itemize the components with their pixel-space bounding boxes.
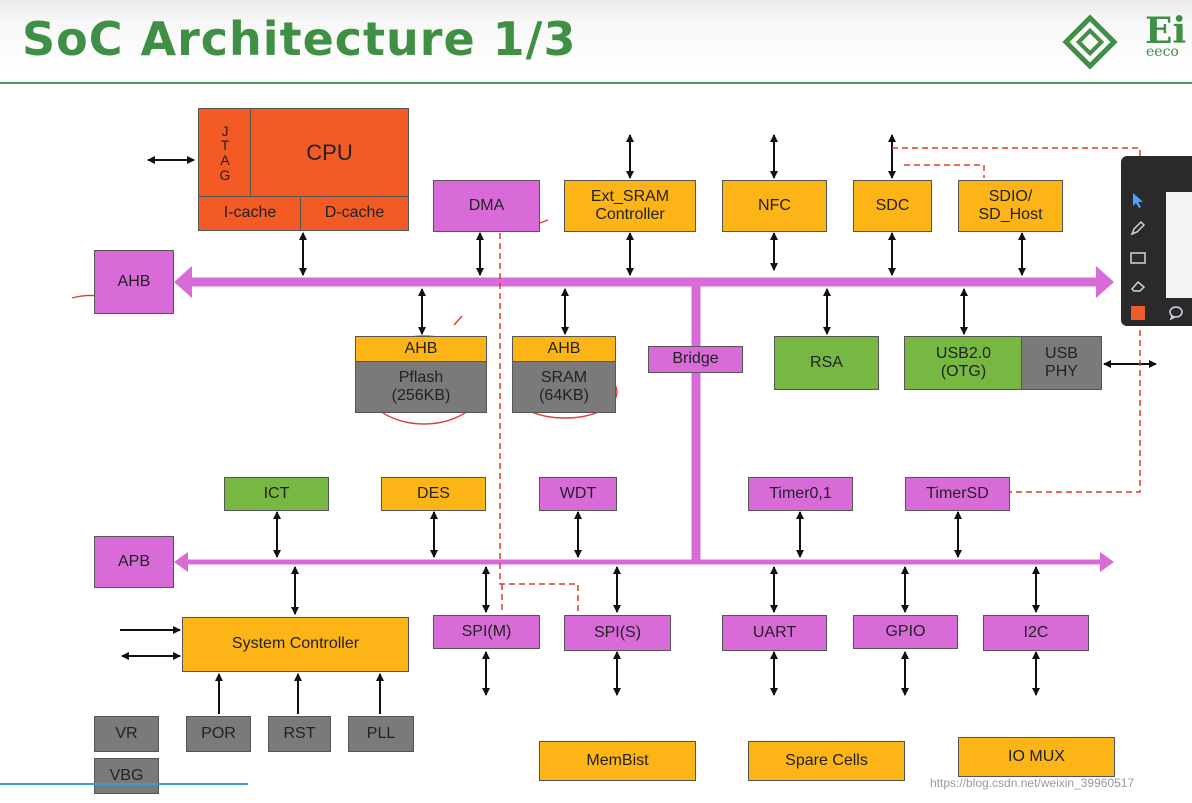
spi-slave-block: SPI(S) bbox=[564, 615, 671, 651]
logo-subtext: eeco bbox=[1146, 44, 1179, 60]
bus-arrows bbox=[121, 134, 1157, 696]
uart-block: UART bbox=[722, 615, 827, 651]
vr-block: VR bbox=[94, 716, 159, 752]
sram-ahb-port: AHB bbox=[512, 336, 616, 363]
io-mux-block: IO MUX bbox=[958, 737, 1115, 777]
usb-phy-block: USB PHY bbox=[1021, 336, 1102, 390]
des-block: DES bbox=[381, 477, 486, 511]
i2c-block: I2C bbox=[983, 615, 1089, 651]
pll-block: PLL bbox=[348, 716, 414, 752]
rectangle-icon[interactable] bbox=[1127, 248, 1149, 268]
input-arrows bbox=[120, 626, 384, 714]
company-logo-icon bbox=[1062, 14, 1118, 70]
sdio-block: SDIO/ SD_Host bbox=[958, 180, 1063, 232]
timersd-block: TimerSD bbox=[905, 477, 1010, 511]
dcache-block: D-cache bbox=[300, 196, 409, 231]
apb-bus-label: APB bbox=[94, 536, 174, 588]
rsa-block: RSA bbox=[774, 336, 879, 390]
system-controller-block: System Controller bbox=[182, 617, 409, 672]
ahb-bus bbox=[174, 266, 1114, 298]
pflash-block: Pflash (256KB) bbox=[355, 361, 487, 413]
pen-icon[interactable] bbox=[1127, 218, 1149, 238]
wdt-block: WDT bbox=[539, 477, 617, 511]
vbg-block: VBG bbox=[94, 758, 159, 794]
gpio-block: GPIO bbox=[853, 615, 958, 649]
spare-cells-block: Spare Cells bbox=[748, 741, 905, 781]
ict-block: ICT bbox=[224, 477, 329, 511]
jtag-block: J T A G bbox=[198, 108, 252, 198]
logo-text: Ei bbox=[1145, 10, 1187, 52]
por-block: POR bbox=[186, 716, 251, 752]
progress-line bbox=[0, 783, 248, 785]
comment-icon[interactable] bbox=[1165, 303, 1187, 323]
membist-block: MemBist bbox=[539, 741, 696, 781]
rst-block: RST bbox=[268, 716, 331, 752]
color-swatch[interactable] bbox=[1127, 303, 1149, 323]
usb-otg-block: USB2.0 (OTG) bbox=[904, 336, 1023, 390]
pflash-ahb-port: AHB bbox=[355, 336, 487, 363]
bridge-block: Bridge bbox=[648, 346, 743, 373]
slide-title: SoC Architecture 1/3 bbox=[22, 12, 577, 66]
nfc-block: NFC bbox=[722, 180, 827, 232]
sram-block: SRAM (64KB) bbox=[512, 361, 616, 413]
icache-block: I-cache bbox=[198, 196, 302, 231]
timer01-block: Timer0,1 bbox=[748, 477, 853, 511]
title-rule bbox=[0, 82, 1192, 84]
ext-sram-controller-block: Ext_SRAM Controller bbox=[564, 180, 696, 232]
spi-master-block: SPI(M) bbox=[433, 615, 540, 649]
cpu-block: CPU bbox=[250, 108, 409, 198]
pointer-icon[interactable] bbox=[1127, 190, 1149, 210]
ahb-bus-label: AHB bbox=[94, 250, 174, 314]
toolbar-preview bbox=[1166, 192, 1192, 298]
apb-bus bbox=[174, 552, 1114, 572]
watermark: https://blog.csdn.net/weixin_39960517 bbox=[930, 776, 1135, 790]
eraser-icon[interactable] bbox=[1127, 276, 1149, 296]
sdc-block: SDC bbox=[853, 180, 932, 232]
annotation-toolbar bbox=[1121, 156, 1192, 326]
dma-block: DMA bbox=[433, 180, 540, 232]
